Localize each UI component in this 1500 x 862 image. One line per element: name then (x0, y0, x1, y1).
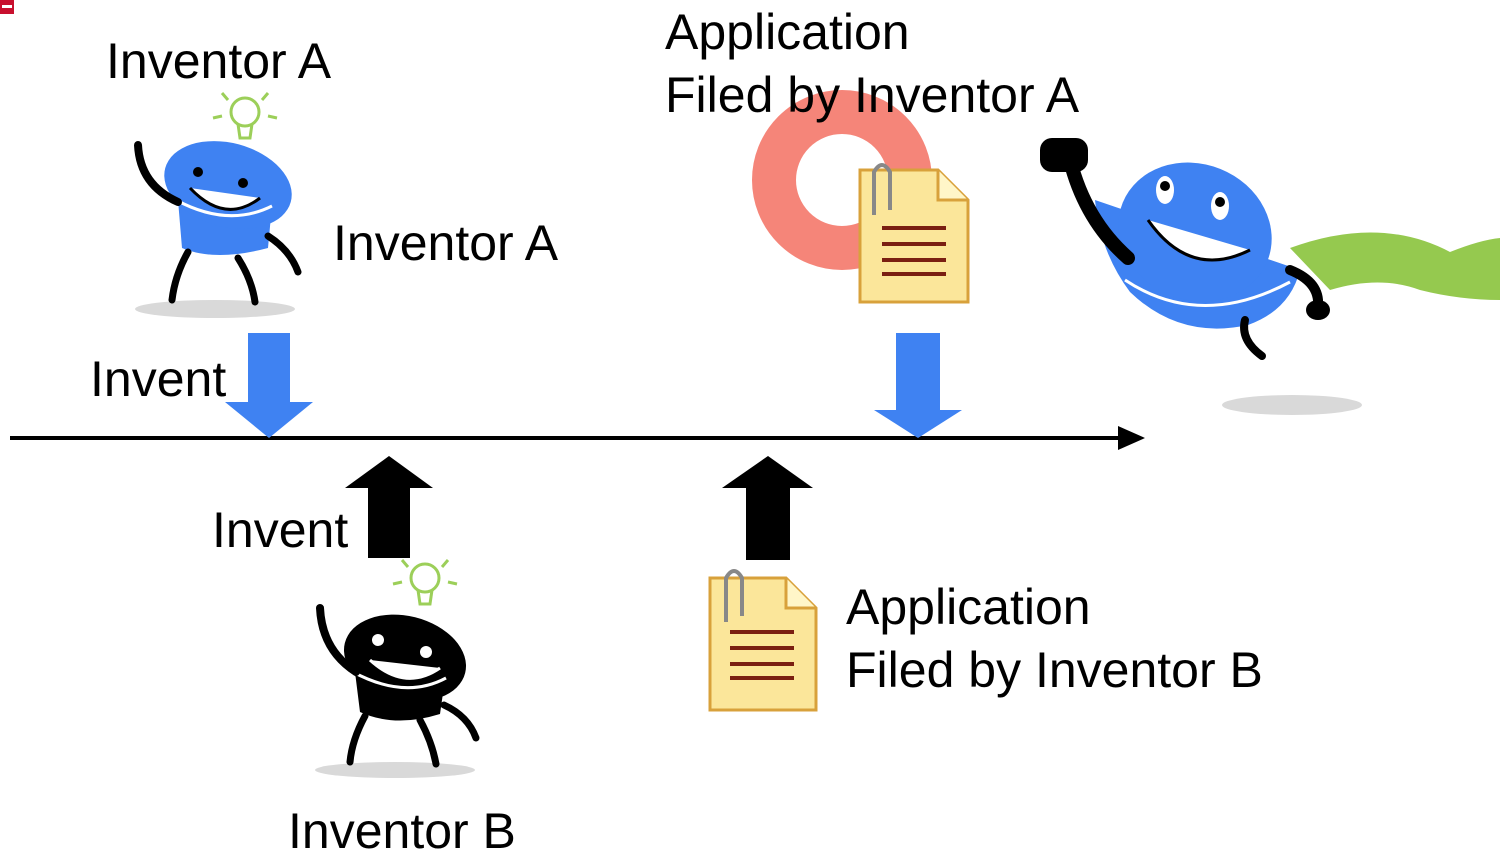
paperclip-icon (872, 163, 892, 215)
inventor-a-top-label: Inventor A (106, 33, 332, 89)
application-b-line1: Application (846, 579, 1091, 635)
application-a-line2: Filed by Inventor A (665, 67, 1080, 123)
superhero-character (1040, 138, 1500, 415)
up-arrow-icon (722, 456, 813, 560)
paperclip-icon (724, 569, 744, 622)
invent-b-label: Invent (212, 502, 349, 558)
inventor-a-side-label: Inventor A (333, 215, 559, 271)
document-icon (858, 163, 970, 304)
inventor-a-character (134, 92, 302, 318)
timeline-arrow-icon (10, 426, 1145, 450)
lightbulb-icon (392, 559, 458, 606)
cape (1290, 232, 1500, 300)
down-arrow-icon (225, 333, 313, 438)
application-a-line1: Application (665, 4, 910, 60)
down-arrow-icon (874, 333, 962, 438)
invent-a-label: Invent (90, 351, 227, 407)
corner-mark (0, 0, 14, 14)
document-icon (708, 569, 818, 712)
inventor-b-label: Inventor B (288, 803, 516, 859)
application-b-line2: Filed by Inventor B (846, 642, 1263, 698)
lightbulb-icon (212, 92, 278, 140)
up-arrow-icon (345, 456, 433, 558)
inventor-b-character (315, 559, 480, 778)
